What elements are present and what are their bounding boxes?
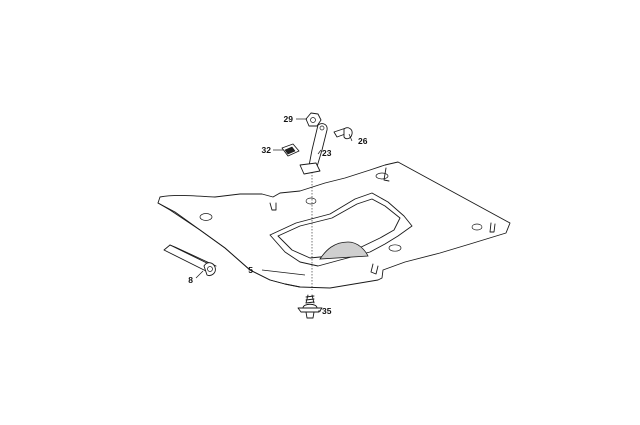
callout-29: 29	[284, 114, 294, 124]
nut-part	[305, 112, 322, 127]
callout-5: 5	[248, 265, 253, 275]
callout-35: 35	[322, 306, 332, 316]
bolt-part	[333, 127, 353, 140]
bracket-part	[299, 123, 328, 175]
seal-strip-part	[163, 244, 217, 276]
leader-lines	[195, 118, 353, 312]
callout-8: 8	[188, 275, 193, 285]
underbody-panel	[157, 161, 511, 289]
screw-part	[297, 294, 323, 319]
callout-23: 23	[322, 148, 332, 158]
callout-32: 32	[262, 145, 272, 155]
callout-labels: 29 26 32 23 5 8 35	[188, 114, 367, 316]
clip-part	[281, 143, 300, 157]
callout-26: 26	[358, 136, 368, 146]
